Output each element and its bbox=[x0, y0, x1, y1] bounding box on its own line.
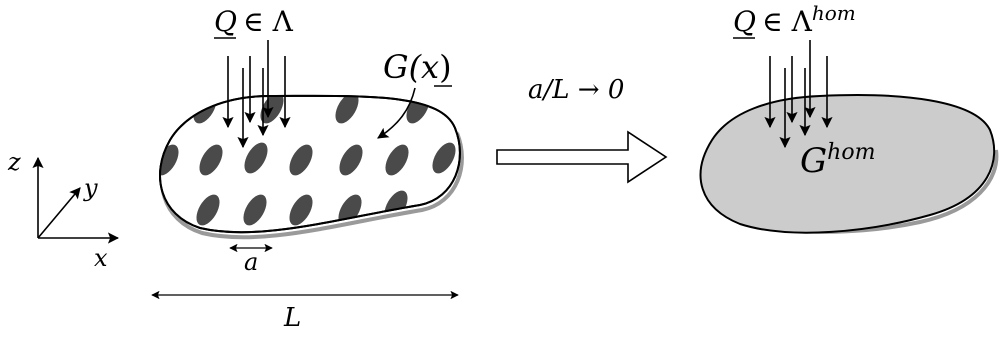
transition-label: a/L → 0 bbox=[528, 75, 624, 105]
inclusion bbox=[289, 194, 313, 226]
inclusion bbox=[199, 144, 223, 176]
y-axis bbox=[37, 187, 81, 239]
x-axis-label: x bbox=[94, 244, 108, 272]
inclusion bbox=[339, 144, 363, 176]
inclusion bbox=[196, 194, 220, 226]
inclusion bbox=[385, 144, 409, 176]
inclusion bbox=[244, 142, 268, 174]
z-axis-label: z bbox=[7, 148, 21, 176]
homogenized-body: Q∈ Λhom Ghom bbox=[699, 1, 999, 234]
modulus-pointer-arrow bbox=[377, 87, 416, 139]
hom-load-label: Q∈ Λhom bbox=[733, 1, 856, 38]
hom-load-arrows bbox=[764, 40, 833, 149]
inclusion-size-label: a bbox=[244, 248, 258, 276]
load-arrows bbox=[222, 40, 291, 149]
inclusion bbox=[243, 194, 267, 226]
heterogeneous-body: Q∈ Λ G(x) a L bbox=[151, 5, 464, 333]
body-outline-stroke bbox=[159, 94, 461, 234]
inclusion bbox=[335, 95, 359, 124]
hom-modulus-label: Ghom bbox=[800, 140, 875, 181]
transition-arrow bbox=[496, 130, 668, 184]
inclusions bbox=[160, 95, 456, 226]
load-label: Q∈ Λ bbox=[214, 5, 294, 38]
body-length-label: L bbox=[283, 303, 301, 333]
inclusion bbox=[338, 194, 362, 226]
inclusion bbox=[432, 142, 456, 174]
homogenization-transition: a/L → 0 bbox=[496, 75, 668, 184]
inclusion bbox=[289, 144, 313, 176]
modulus-label: G(x) bbox=[383, 48, 452, 86]
coordinate-axes: z y x bbox=[7, 148, 120, 272]
y-axis-label: y bbox=[83, 174, 98, 202]
